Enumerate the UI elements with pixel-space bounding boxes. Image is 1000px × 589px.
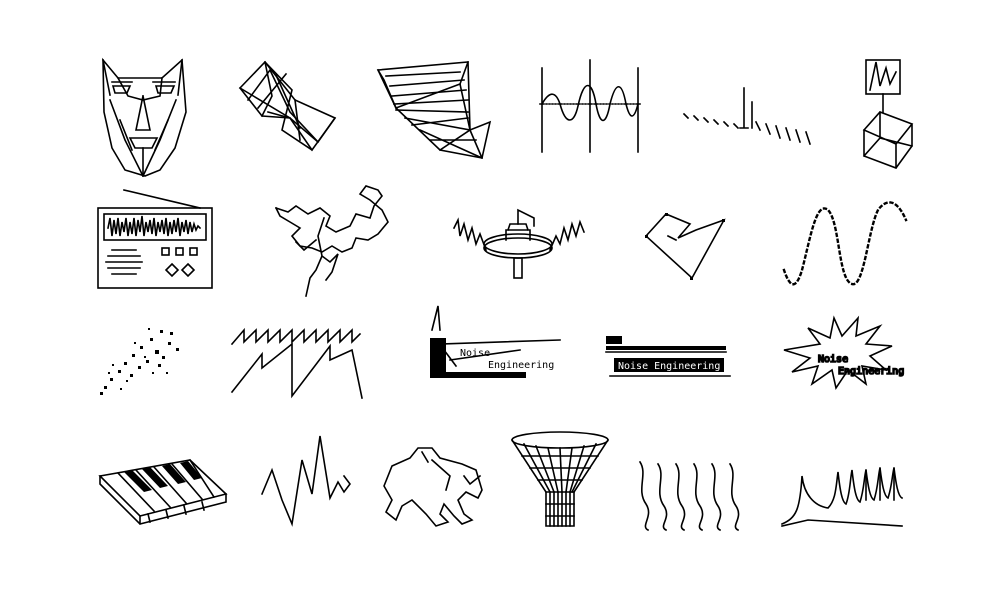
logo-glitch-1: Noise Engineering [430, 305, 561, 378]
cat-face-icon [102, 57, 187, 178]
twisted-ribbon-icon [238, 60, 337, 152]
oscilloscope-icon [539, 59, 641, 153]
wavy-strands-icon [638, 460, 740, 532]
noise-cloud-icon [100, 328, 179, 395]
turntable-icon [452, 208, 586, 279]
radio-icon [97, 189, 213, 289]
zigzag-icon [260, 435, 351, 527]
folded-plane-icon [376, 60, 492, 160]
piano-keys-icon [98, 458, 228, 525]
dotted-sine-icon [782, 201, 908, 286]
frog-icon [383, 447, 483, 527]
sawtooth-icon [230, 327, 363, 399]
random-walk-icon [274, 185, 389, 297]
logo-starburst: Noise Engineering [783, 315, 905, 391]
logo-text-3b: Engineering [838, 366, 904, 377]
logo-glitch-2: Noise Engineering [605, 336, 731, 377]
waveform-cube-icon [862, 59, 914, 169]
logo-text-2: Noise Engineering [618, 361, 720, 372]
polygon-path-icon [644, 213, 726, 280]
impulse-train-icon [682, 87, 812, 146]
resonant-peaks-icon [780, 467, 904, 527]
funnel-icon [510, 431, 610, 527]
logo-text-3a: Noise [818, 354, 848, 365]
logo-text-1a: Noise [460, 348, 490, 359]
logo-text-1b: Engineering [488, 360, 554, 371]
